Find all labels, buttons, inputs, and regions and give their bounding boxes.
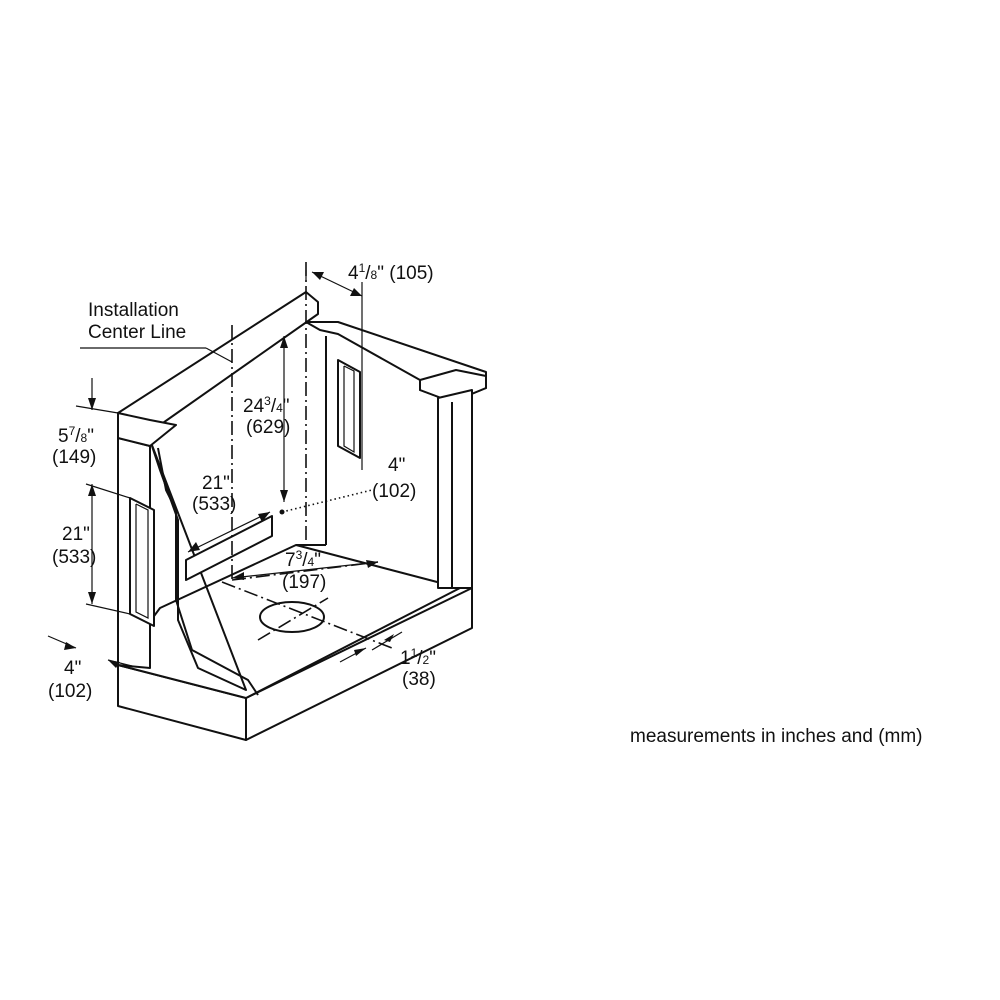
back-width-label-mm: (533) (192, 494, 236, 515)
dim-height-arrow-top (280, 336, 288, 348)
side-offset-label-mm: (102) (48, 681, 92, 702)
dim-back-width-line (187, 511, 271, 553)
dimension-lines (47, 270, 403, 668)
dim-top-arrow-2 (350, 288, 362, 296)
front-gap-label: 11/2" (400, 646, 436, 669)
outlet-center-dot (279, 509, 285, 515)
center-line-label-1: Installation (88, 300, 179, 321)
front-gap-label-mm: (38) (402, 669, 436, 690)
height-label-mm: (629) (246, 417, 290, 438)
back-vent-inner (343, 365, 355, 454)
center-line-leader-2 (205, 347, 233, 363)
floor-hole (259, 601, 325, 633)
units-note: measurements in inches and (mm) (630, 726, 923, 747)
dim-front-gap-arrow-1 (354, 648, 366, 656)
side-vent-inner (135, 503, 149, 619)
back-vent-opening (337, 359, 361, 459)
left-wall-curve (157, 447, 259, 696)
left-wall-inner-edge (149, 439, 247, 691)
side-height-label-mm: (533) (52, 547, 96, 568)
side-vent-opening (129, 497, 155, 627)
dim-side-offset-arrow-2 (108, 660, 120, 668)
dim-side-offset-arrow-1 (64, 642, 76, 650)
dim-side-height-arrow-top (88, 484, 96, 496)
dim-height-arrow-bottom (280, 490, 288, 502)
back-offset-label-mm: (102) (372, 481, 416, 502)
side-gap-label: 57/8" (58, 424, 94, 447)
top-end-cap-left (117, 412, 177, 447)
back-width-label: 21" (202, 473, 230, 494)
dim-depth-arrow-left (232, 572, 244, 580)
height-label: 243/4" (243, 394, 290, 417)
dim-front-gap-arrow-2 (384, 634, 394, 642)
side-height-label: 21" (62, 524, 90, 545)
cabinet-base-side (245, 587, 473, 741)
outlet-slot (185, 515, 273, 581)
top-offset-label: 41/8" (105) (348, 261, 434, 284)
floor-center-line-a (221, 581, 393, 649)
dim-back-width-arrow-left (188, 542, 200, 552)
dim-side-height-ext-top (85, 483, 131, 499)
dim-back-width-arrow-right (258, 512, 270, 522)
dim-side-height-arrow-bottom (88, 592, 96, 604)
dim-side-height-ext-bottom (85, 603, 131, 615)
dim-top-arrow (312, 272, 324, 280)
dim-side-gap-ext (75, 405, 119, 414)
dimension-labels: Installation Center Line 41/8" (105) 243… (48, 261, 436, 702)
dim-side-gap-arrow (88, 398, 96, 410)
depth-label: 73/4" (285, 548, 321, 571)
side-offset-label: 4" (64, 658, 81, 679)
depth-label-mm: (197) (282, 572, 326, 593)
dim-depth-arrow-right (366, 560, 378, 568)
floor-center-line-b (257, 597, 329, 641)
center-line-label-2: Center Line (88, 322, 186, 343)
side-gap-label-mm: (149) (52, 447, 96, 468)
dim-depth-line (231, 561, 379, 579)
right-side-wall (437, 389, 473, 589)
back-offset-label: 4" (388, 455, 405, 476)
center-lines (221, 262, 393, 649)
outlet-offset-dotted (281, 489, 373, 513)
